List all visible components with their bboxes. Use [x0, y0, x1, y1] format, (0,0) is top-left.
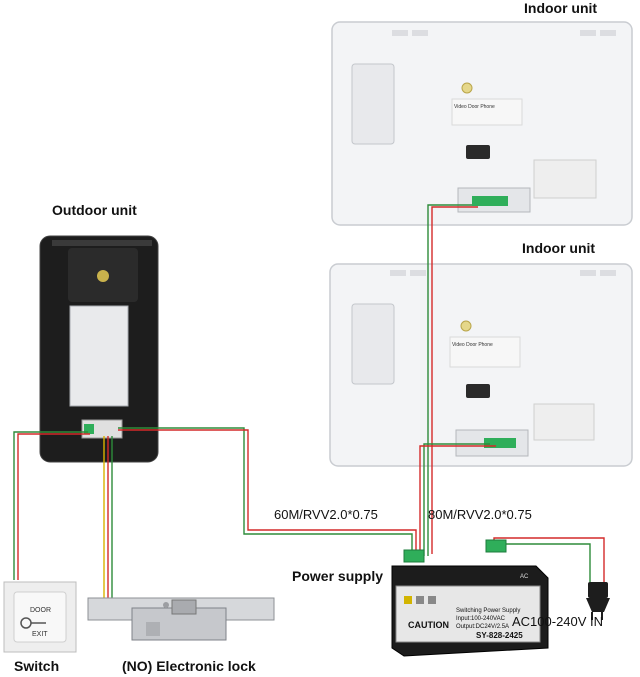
indoor-unit-bottom-label: Indoor unit: [522, 240, 596, 256]
psu-output-text: Output:DC24V/2.5A: [456, 624, 509, 630]
electronic-lock-label: (NO) Electronic lock: [122, 658, 256, 674]
outdoor-unit: [39, 235, 159, 463]
electronic-lock: [87, 597, 275, 641]
psu-input-text: Input:100-240VAC: [456, 616, 506, 622]
indoor-unit-bottom: [329, 263, 633, 467]
ac-input-label: AC100-240V IN: [512, 614, 604, 629]
indoor-unit-top-label: Indoor unit: [524, 0, 598, 16]
psu-model-text: SY-828-2425: [476, 631, 523, 640]
psu-ac-text: AC: [520, 574, 529, 580]
outdoor-unit-label: Outdoor unit: [52, 202, 137, 218]
psu-caution-text: CAUTION: [408, 620, 449, 630]
cable-right-label: 80M/RVV2.0*0.75: [428, 507, 532, 522]
power-supply-unit: [391, 539, 549, 657]
switch-label: Switch: [14, 658, 60, 674]
cable-left-label: 60M/RVV2.0*0.75: [274, 507, 378, 522]
wires: [13, 204, 605, 598]
switch-door-text: DOOR: [30, 607, 51, 614]
power-supply-label: Power supply: [292, 568, 384, 584]
indoor-top-brand-text: Video Door Phone: [454, 104, 495, 110]
switch-exit-text: EXIT: [32, 631, 48, 638]
exit-switch: [3, 581, 77, 653]
indoor-bottom-brand-text: Video Door Phone: [452, 342, 493, 348]
psu-title-text: Switching Power Supply: [456, 608, 520, 614]
indoor-unit-top: [331, 21, 633, 226]
ac-plug: [586, 582, 610, 620]
